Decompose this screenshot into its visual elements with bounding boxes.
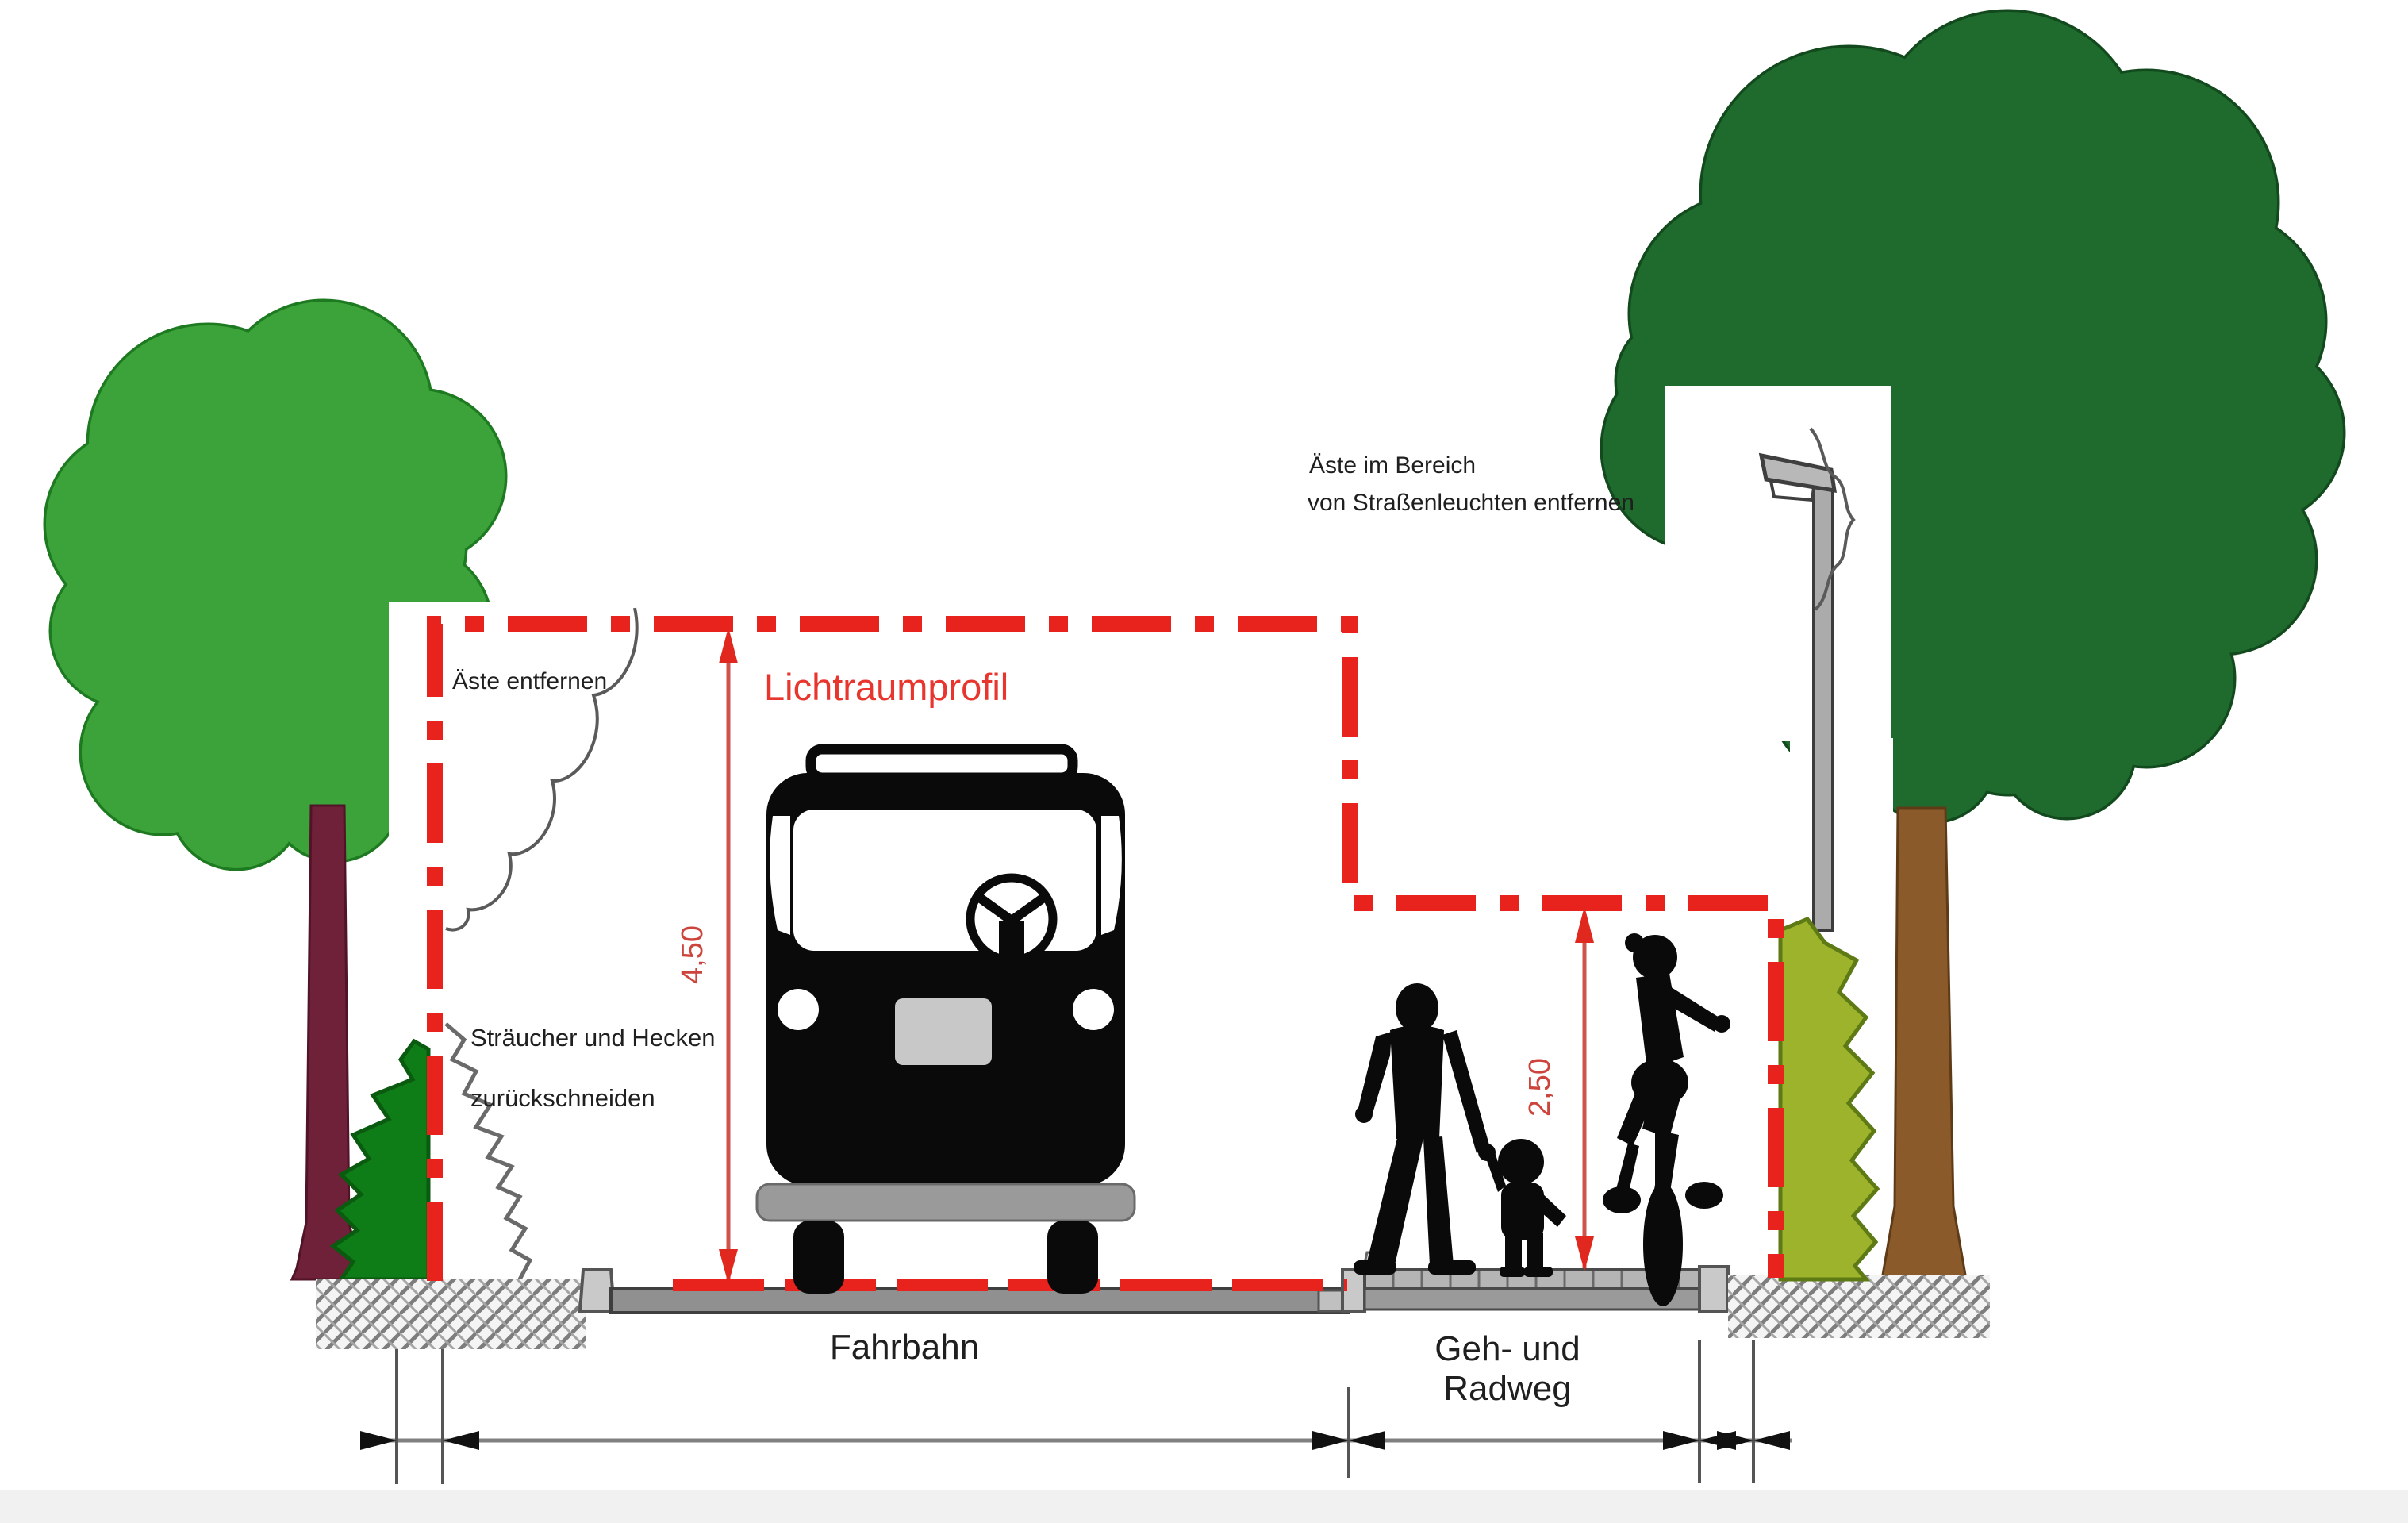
clearance-profile-outline <box>427 616 1784 1281</box>
lamp-bracket <box>1769 480 1815 502</box>
lamp-annotation-brace <box>1809 427 1856 611</box>
pruned-shrub-contour <box>444 1022 533 1281</box>
bus-headlight-left <box>778 989 819 1030</box>
bus-bumper <box>755 1183 1136 1222</box>
street-lamp <box>1758 452 1837 932</box>
left-curb <box>578 1268 616 1313</box>
left-verge-hatch <box>316 1279 586 1349</box>
right-curb-low <box>1317 1289 1344 1313</box>
lamp-pole <box>1812 484 1834 932</box>
lamp-cut-corridor <box>1790 738 1893 932</box>
annotation-streetlight-line1: Äste im Bereich <box>1309 452 1476 479</box>
bus-wheel-right <box>1047 1221 1098 1294</box>
annotation-remove-branches: Äste entfernen <box>452 668 607 694</box>
dimension-4-50 <box>719 627 738 1284</box>
lamp-cut-notch <box>1665 386 1891 741</box>
bus <box>755 744 1136 1294</box>
lamp-head <box>1758 452 1837 494</box>
right-bush <box>1778 916 1880 1282</box>
pedestrian-child <box>1484 1139 1566 1277</box>
zone-label-road: Fahrbahn <box>830 1328 979 1367</box>
bus-side-window-right <box>1101 816 1122 935</box>
arrow-up-icon <box>1575 906 1594 943</box>
arrow-up-icon <box>719 627 738 663</box>
page-bottom-strip <box>0 1490 2408 1523</box>
bicycle-wheel <box>1643 1183 1683 1306</box>
right-verge-hatch <box>1728 1275 1990 1338</box>
walkway-edge-band <box>1363 1287 1701 1311</box>
far-right-curb <box>1698 1265 1730 1313</box>
zone-label-path-line1: Geh- und <box>1434 1329 1580 1368</box>
bus-license-plate <box>895 998 992 1065</box>
zone-label-path-line2: Radweg <box>1443 1369 1571 1408</box>
bus-wheel-left <box>793 1221 844 1294</box>
bus-side-window-left <box>770 816 790 935</box>
right-tree-trunk <box>1880 806 1968 1281</box>
dimension-value-road-clearance: 4,50 <box>676 925 709 984</box>
annotation-streetlight-line2: von Straßenleuchten entfernen <box>1308 490 1634 516</box>
left-bush <box>329 1038 431 1282</box>
bus-steering-wheel <box>966 873 1058 965</box>
ground <box>316 1251 1990 1349</box>
road-surface <box>609 1287 1350 1314</box>
cyclist <box>1603 933 1730 1306</box>
annotation-cut-shrubs-line1: Sträucher und Hecken <box>470 1024 715 1052</box>
right-tree-canopy <box>1600 9 2346 932</box>
profile-title: Lichtraumprofil <box>764 666 1008 708</box>
left-tree-canopy <box>43 298 520 929</box>
pedestrian-adult <box>1354 983 1496 1275</box>
arrow-down-icon <box>1575 1236 1594 1271</box>
arrow-down-icon <box>719 1249 738 1284</box>
pruned-branches-contour <box>445 607 639 932</box>
dimension-2-50 <box>1575 906 1594 1271</box>
bottom-dimension-chain <box>360 1340 1792 1484</box>
bus-headlight-right <box>1073 989 1114 1030</box>
annotation-cut-shrubs-line2: zurückschneiden <box>470 1084 655 1112</box>
dimension-value-path-clearance: 2,50 <box>1523 1058 1557 1117</box>
canopy-cut-notch <box>389 602 520 929</box>
